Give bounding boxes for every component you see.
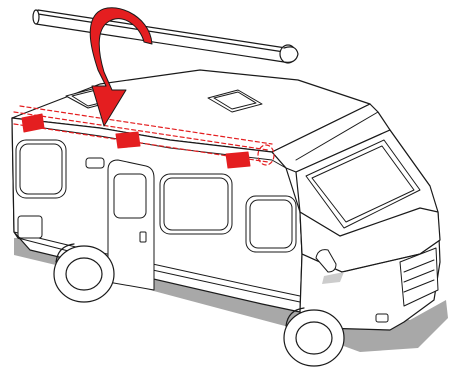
service-hatch: [18, 216, 42, 238]
rear-window: [16, 140, 66, 198]
bracket-front: [226, 152, 250, 168]
front-side-window: [246, 196, 296, 252]
bracket-mid: [116, 132, 140, 148]
door-window: [114, 174, 146, 218]
mid-window: [160, 174, 232, 234]
awning-tube-icon: [33, 10, 298, 63]
headlight: [376, 314, 388, 322]
door-light: [86, 158, 104, 168]
